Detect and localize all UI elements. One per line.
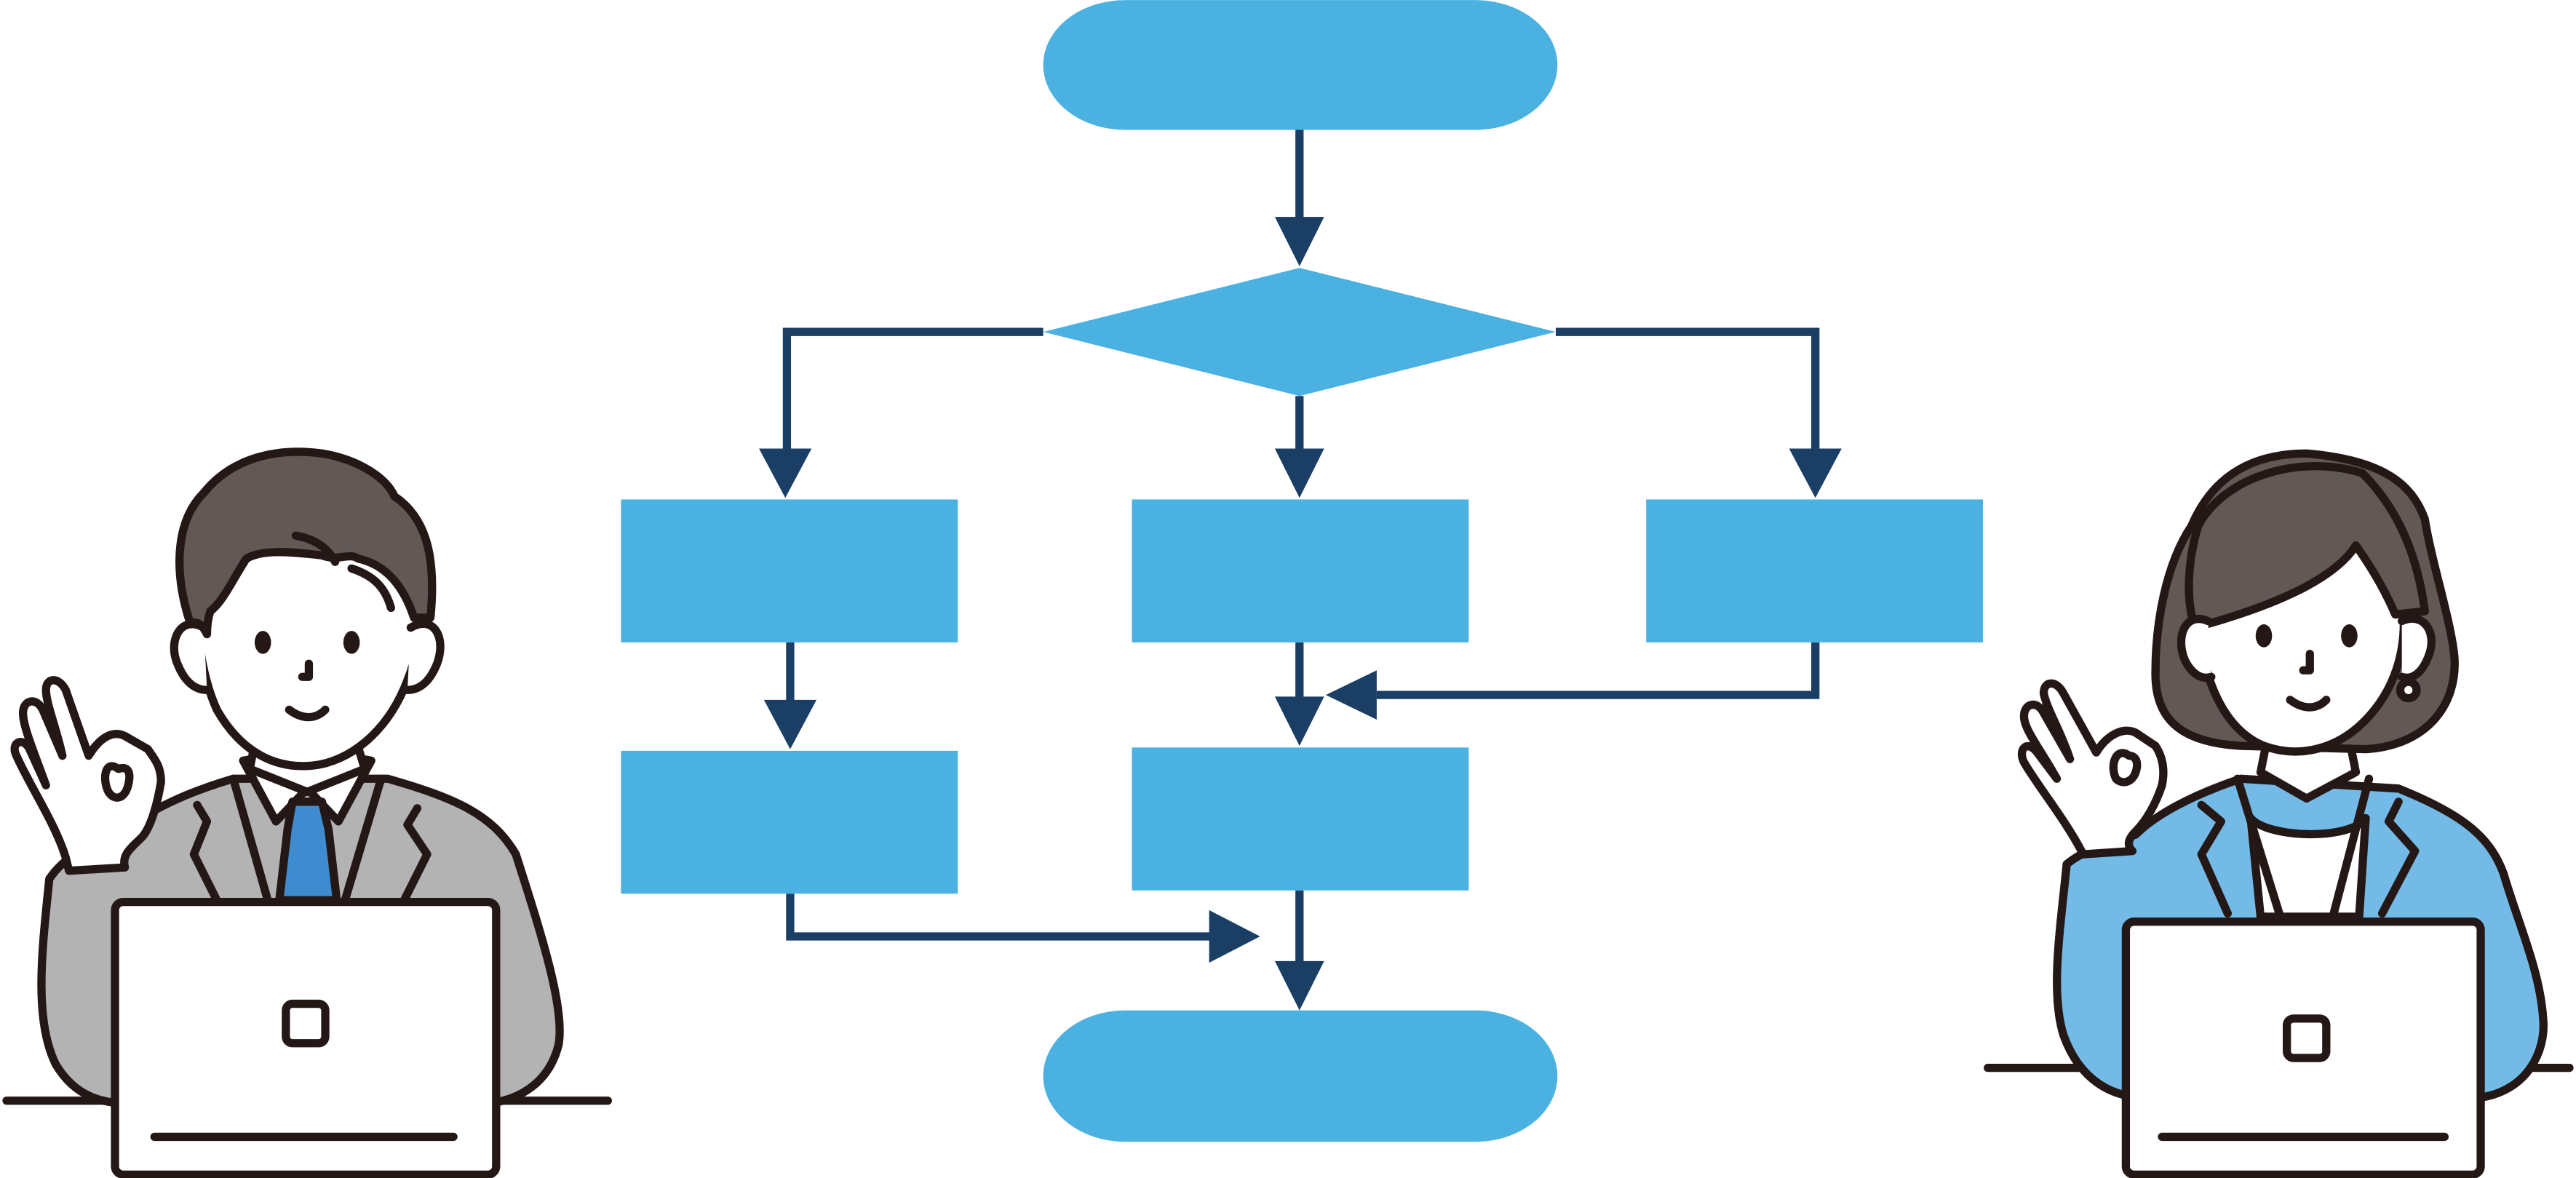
woman-ear-right [2398, 614, 2436, 682]
arrowhead-down-icon [1789, 448, 1842, 498]
man-ear-left [170, 620, 212, 694]
woman-ear-left [2177, 615, 2216, 682]
man-ok-hand-icon [10, 676, 165, 875]
flowchart-arrowheads [759, 217, 1842, 1011]
man-laptop-logo [282, 999, 330, 1048]
process-center-top [1132, 499, 1469, 642]
man-ear-right [403, 619, 445, 694]
man-nose [298, 659, 314, 681]
woman-lapel-left [2197, 774, 2285, 921]
man-laptop-icon [111, 897, 501, 1178]
man-lapel-right [341, 774, 432, 904]
woman-laptop-icon [2121, 918, 2485, 1178]
woman-hair-fringe [2185, 462, 2429, 632]
man-tie [275, 797, 341, 904]
flowchart-shapes [621, 0, 1983, 1142]
process-left-top [621, 499, 958, 642]
process-center-bottom [1132, 747, 1469, 891]
arrowhead-down-icon [1274, 960, 1324, 1011]
arrowhead-down-icon [763, 699, 817, 749]
man-eye-right [343, 631, 360, 654]
man-brow-left [291, 531, 340, 566]
woman-ok-hand-icon [2017, 679, 2168, 859]
man-ok-hand-loop [100, 762, 134, 802]
woman-nose [2299, 650, 2314, 674]
woman-earring [2396, 677, 2421, 703]
arrowhead-down-icon [759, 448, 812, 498]
flowchart-connectors [782, 130, 1820, 966]
connector-decision-to-left [782, 327, 1043, 452]
man-hair [175, 447, 437, 639]
woman-eye-right [2341, 624, 2358, 648]
process-right-top [1646, 499, 1983, 642]
decision-diamond [1043, 268, 1556, 397]
woman-ok-hand-loop [2109, 749, 2142, 787]
businesswoman-illustration [1984, 449, 2574, 1178]
arrowhead-left-icon [1325, 670, 1377, 720]
woman-mouth [2286, 696, 2331, 712]
arrowhead-right-icon [1209, 910, 1260, 963]
woman-laptop-logo [2283, 1014, 2331, 1062]
start-terminal [1043, 0, 1558, 130]
woman-lapel-right [2329, 774, 2420, 921]
arrowhead-down-icon [1274, 217, 1324, 266]
connector-right-top-to-center [1376, 642, 1820, 699]
man-brow-right [347, 564, 395, 613]
process-left-bottom [621, 750, 958, 894]
man-mouth [285, 705, 330, 722]
man-lapel-left [189, 774, 272, 904]
connector-decision-to-right [1555, 327, 1820, 452]
arrowhead-down-icon [1274, 696, 1324, 747]
arrowhead-down-icon [1274, 448, 1324, 498]
end-terminal [1043, 1010, 1558, 1142]
businessman-illustration [2, 447, 612, 1178]
connector-left-bottom-to-end [786, 894, 1211, 941]
woman-eye-left [2255, 624, 2273, 648]
man-eye-left [254, 631, 271, 654]
